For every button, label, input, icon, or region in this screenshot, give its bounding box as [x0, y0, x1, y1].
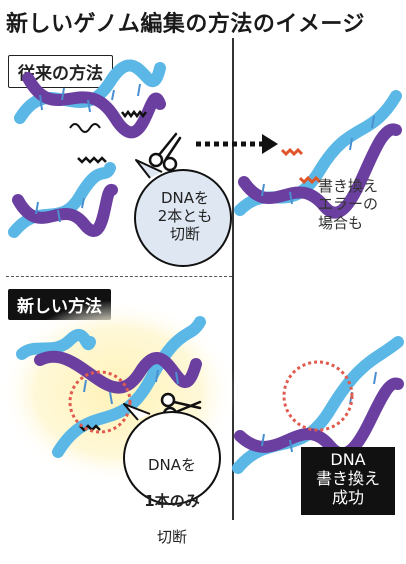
error-mark [280, 147, 304, 157]
helix-old-fragment-lower [8, 162, 118, 238]
error-mark [298, 175, 322, 185]
helix-old-fragment-upper [14, 59, 166, 139]
helix-new-main [34, 316, 206, 458]
helix-old-result [234, 90, 402, 219]
divider-dashed [6, 276, 232, 277]
divider-vertical [232, 38, 234, 520]
highlight-circle-success [282, 360, 354, 432]
speech-bubble-old [133, 169, 233, 267]
helix-new-result [232, 336, 404, 474]
bubble-line1: DNAを [147, 456, 197, 474]
error-note: 書き換え エラーの 場合も [318, 177, 379, 232]
bubble-text-new: DNAを 1本のみ 切断 [124, 438, 220, 564]
cut-end-mark [69, 123, 101, 133]
helix-new-fragment-left [16, 329, 96, 360]
page-title: 新しいゲノム編集の方法のイメージ [6, 12, 365, 37]
bubble-line3: 切断 [156, 528, 187, 546]
cut-end-mark [121, 109, 147, 119]
cut-end-mark [79, 424, 101, 432]
scissors-icon [148, 132, 182, 172]
highlight-circle-cut [68, 370, 132, 434]
bubble-line2: 1本のみ [144, 492, 200, 510]
speech-bubble-new [122, 411, 222, 505]
success-box: DNA 書き換え 成功 [301, 447, 395, 515]
bubble-text-old: DNAを 2本とも 切断 [157, 189, 213, 243]
cut-end-mark [77, 156, 107, 164]
diagram-art [0, 59, 404, 505]
dotted-arrow-icon [196, 134, 278, 154]
